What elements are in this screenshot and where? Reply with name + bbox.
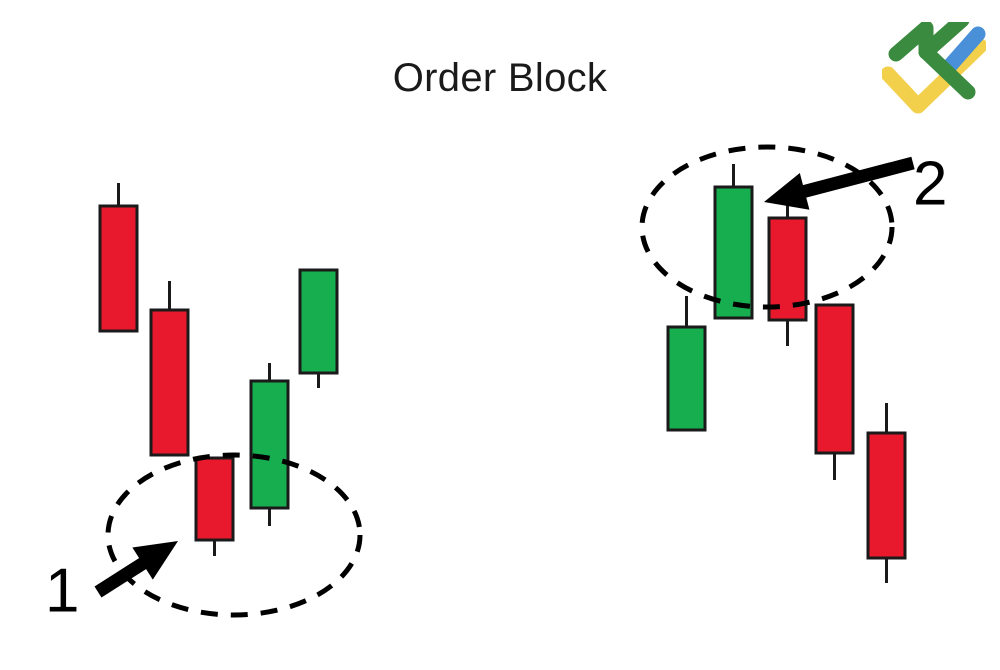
annotations-layer <box>94 144 915 618</box>
arrow-head <box>132 541 178 580</box>
candlestick <box>98 183 139 333</box>
pointer-arrow-2 <box>764 156 915 210</box>
candlestick <box>194 456 235 556</box>
candlestick <box>249 363 290 526</box>
logo-green-mark-a <box>888 22 976 100</box>
candle-body-bearish <box>149 308 190 457</box>
candlestick <box>298 268 339 388</box>
candle-group-left-sequence <box>98 183 339 556</box>
candle-body-bearish <box>98 204 139 333</box>
highlight-ellipse-2 <box>639 144 895 310</box>
candle-body-bullish <box>713 185 754 320</box>
candle-body-bearish <box>814 303 855 455</box>
candlestick <box>814 303 855 480</box>
pointer-arrow-1 <box>94 541 178 598</box>
candlestick <box>666 296 707 432</box>
arrow-head <box>764 172 810 210</box>
litefinance-logo <box>882 22 986 114</box>
logo-blue-tip <box>940 26 986 76</box>
candlestick <box>149 281 190 457</box>
arrow-shaft <box>797 156 915 200</box>
candle-body-bearish <box>866 431 907 560</box>
annotation-label-1: 1 <box>45 557 79 626</box>
candle-body-bullish <box>666 325 707 432</box>
candles-layer <box>98 164 907 583</box>
candle-body-bullish <box>298 268 339 375</box>
highlight-ellipse-1 <box>105 452 363 618</box>
candlestick <box>767 205 808 346</box>
arrow-shaft <box>94 554 152 598</box>
annotation-label-2: 2 <box>913 150 947 219</box>
candle-body-bullish <box>249 379 290 510</box>
logo-green-mark-b <box>918 22 970 60</box>
candlestick <box>866 403 907 583</box>
annotation-labels-layer: 12 <box>45 150 947 626</box>
candlestick <box>713 164 754 320</box>
page-title: Order Block <box>392 56 608 100</box>
candle-body-bearish <box>194 456 235 542</box>
candle-group-right-sequence <box>666 164 907 583</box>
